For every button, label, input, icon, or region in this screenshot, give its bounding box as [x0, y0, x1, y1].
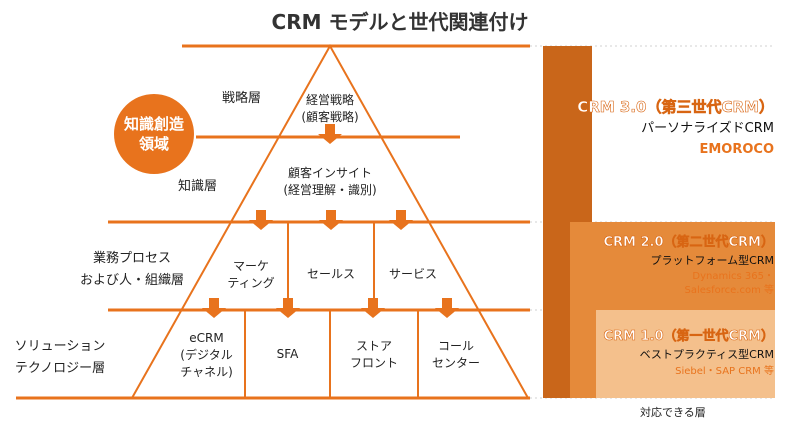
solution-storefront: ストア フロント: [349, 339, 398, 370]
business-marketing: マーケ ティング: [227, 259, 275, 290]
business-sales: セールス: [306, 267, 355, 281]
layer-knowledge: 知識層: [178, 179, 218, 194]
arrow-to-sales: [319, 210, 343, 230]
gen3-head: CRM 3.0（第三世代CRM）: [577, 98, 774, 117]
gen3-text: CRM 3.0（第三世代CRM） パーソナライズドCRM EMOROCO: [534, 96, 774, 160]
business-service: サービス: [388, 267, 437, 281]
gen2-sub: プラットフォーム型CRM: [650, 254, 774, 267]
gen1-head: CRM 1.0（第一世代CRM）: [603, 329, 774, 345]
arrow-to-ecrm: [202, 298, 226, 318]
gen1-text: CRM 1.0（第一世代CRM） ベストプラクティス型CRM Siebel・SA…: [594, 328, 774, 380]
insight-box: 顧客インサイト (経営理解・識別): [283, 166, 377, 197]
gen2-text: CRM 2.0（第二世代CRM） プラットフォーム型CRM Dynamics 3…: [564, 234, 774, 298]
strategy-box: 経営戦略 (顧客戦略): [301, 93, 359, 124]
solution-sfa: SFA: [276, 347, 299, 361]
arrow-to-service: [389, 210, 413, 230]
gen2-example-1: Dynamics 365・: [692, 271, 774, 282]
gen1-sub: ベストプラクティス型CRM: [639, 348, 774, 361]
gen3-example: EMOROCO: [699, 142, 774, 157]
gen2-example-2: Salesforce.com 等: [684, 285, 774, 296]
layer-solution: ソリューション テクノロジー層: [14, 339, 106, 376]
layer-business: 業務プロセス および人・組織層: [80, 251, 185, 288]
arrow-strategy-to-insight: [318, 124, 342, 144]
page-title: CRM モデルと世代関連付け: [271, 10, 529, 34]
knowledge-creation-badge: 知識創造 領域: [114, 94, 194, 174]
gen2-head: CRM 2.0（第二世代CRM）: [603, 235, 774, 251]
footnote: 対応できる層: [640, 406, 706, 419]
solution-callcenter: コール センター: [431, 339, 480, 370]
arrow-to-storefront: [361, 298, 385, 318]
arrow-to-sfa: [276, 298, 300, 318]
arrow-to-marketing: [249, 210, 273, 230]
gen1-bar: [596, 310, 775, 398]
gen1-example: Siebel・SAP CRM 等: [675, 366, 774, 377]
gen3-sub: パーソナライズドCRM: [641, 121, 774, 136]
solution-ecrm: eCRM (デジタル チャネル): [180, 331, 233, 379]
arrow-to-callcenter: [435, 298, 459, 318]
layer-strategy: 戦略層: [222, 91, 262, 106]
